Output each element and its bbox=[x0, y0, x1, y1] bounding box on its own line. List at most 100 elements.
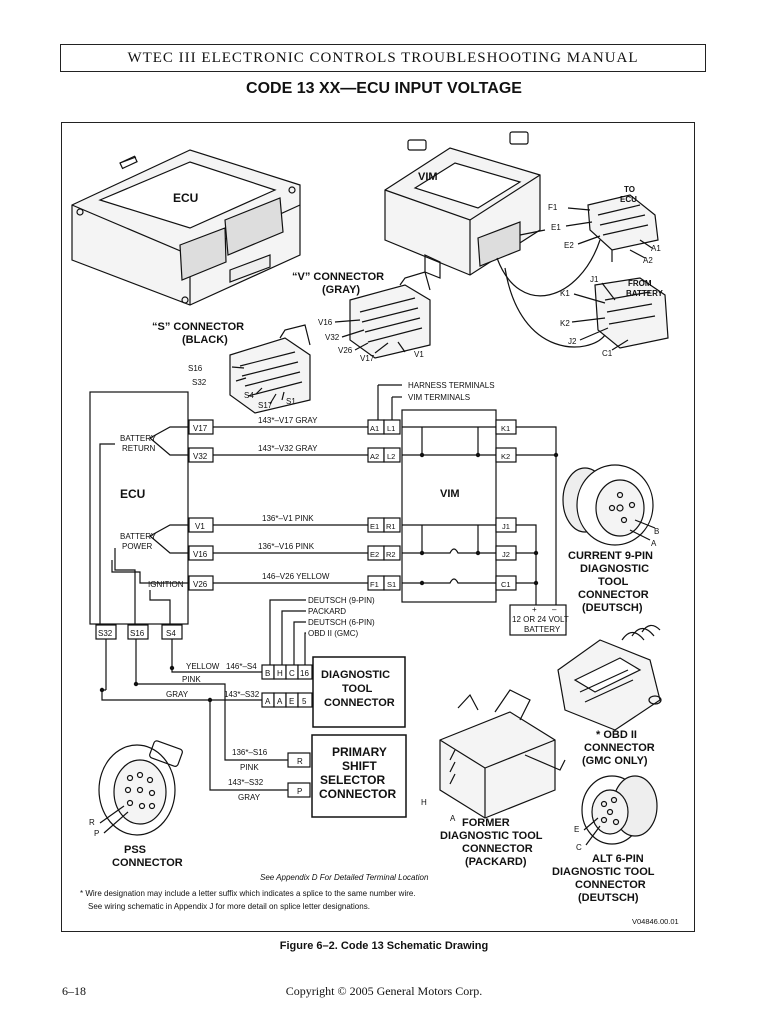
v-connector-drawing bbox=[349, 271, 431, 359]
obd2-connector-drawing bbox=[557, 624, 662, 731]
vim-drawing-label: VIM bbox=[418, 171, 438, 183]
wire-v26-label: 146–V26 YELLOW bbox=[262, 572, 330, 581]
former-pin-a: A bbox=[450, 814, 456, 823]
battery-power-label-2: POWER bbox=[122, 542, 152, 551]
battery-label-1: 12 OR 24 VOLT bbox=[512, 615, 569, 624]
pss-drawing-pin-p: P bbox=[94, 829, 99, 838]
current-9pin-label-2: DIAGNOSTIC bbox=[580, 563, 649, 575]
former-packard-connector-drawing bbox=[439, 689, 566, 819]
ecu-pin-s32: S32 bbox=[98, 629, 113, 638]
ignition-label: IGNITION bbox=[148, 580, 184, 589]
former-label-4: (PACKARD) bbox=[465, 856, 527, 868]
obd2-label-3: (GMC ONLY) bbox=[582, 755, 648, 767]
pss-drawing-label-2: CONNECTOR bbox=[112, 857, 183, 869]
pss-label-4: CONNECTOR bbox=[319, 787, 396, 801]
vim-term-j1: J1 bbox=[502, 522, 510, 531]
yellow-wire-id: 146*–S4 bbox=[226, 662, 257, 671]
vim-pin-a2: A2 bbox=[643, 256, 653, 265]
ecu-pin-v32: V32 bbox=[193, 452, 208, 461]
yellow-wire-color: YELLOW bbox=[186, 662, 220, 671]
vim-pin-f1: F1 bbox=[548, 203, 558, 212]
vim-term-a1: A1 bbox=[370, 424, 379, 433]
gray-wire-id: 143*–S32 bbox=[224, 690, 260, 699]
vim-schematic-label: VIM bbox=[440, 488, 460, 500]
vim-term-l2: L2 bbox=[387, 452, 395, 461]
s-pin-s32: S32 bbox=[192, 378, 207, 387]
wire-note-line-1: * Wire designation may include a letter … bbox=[80, 889, 416, 898]
ecu-schematic-label: ECU bbox=[120, 487, 145, 501]
ecu-pin-v26: V26 bbox=[193, 580, 208, 589]
diag-tool-label-3: CONNECTOR bbox=[324, 697, 395, 709]
wire-v1-label: 136*–V1 PINK bbox=[262, 514, 314, 523]
current-9pin-pin-b: B bbox=[654, 527, 659, 536]
diag-pin-c: C bbox=[289, 669, 295, 678]
alt-6pin-pin-e: E bbox=[574, 825, 579, 834]
harness-terminals-label: HARNESS TERMINALS bbox=[408, 381, 495, 390]
to-ecu-label-1: TO bbox=[624, 185, 635, 194]
diag-pin-h: H bbox=[277, 669, 283, 678]
v-pin-v17: V17 bbox=[360, 354, 375, 363]
vim-term-a2: A2 bbox=[370, 452, 379, 461]
alt-6pin-label-3: CONNECTOR bbox=[575, 879, 646, 891]
v-connector-label-1: “V” CONNECTOR bbox=[292, 271, 384, 283]
alt-6pin-connector-drawing bbox=[581, 775, 658, 846]
ecu-pin-s4: S4 bbox=[166, 629, 176, 638]
v-pin-v26: V26 bbox=[338, 346, 353, 355]
copyright: Copyright © 2005 General Motors Corp. bbox=[285, 984, 483, 998]
vim-term-c1: C1 bbox=[501, 580, 511, 589]
diag-pin-16: 16 bbox=[300, 669, 309, 678]
pss-wire2-id: 143*–S32 bbox=[228, 778, 264, 787]
pss-label-1: PRIMARY bbox=[332, 745, 387, 759]
s-pin-s16: S16 bbox=[188, 364, 203, 373]
to-ecu-label-2: ECU bbox=[620, 195, 637, 204]
pss-wire2-color: GRAY bbox=[238, 793, 261, 802]
gray-wire-color: GRAY bbox=[166, 690, 189, 699]
vim-term-l1: L1 bbox=[387, 424, 395, 433]
battery-box bbox=[509, 604, 567, 636]
vim-pin-e1: E1 bbox=[551, 223, 561, 232]
code-title: CODE 13 XX—ECU INPUT VOLTAGE bbox=[246, 80, 522, 97]
diag-legend-deutsch9: DEUTSCH (9-PIN) bbox=[308, 596, 375, 605]
v-pin-v16: V16 bbox=[318, 318, 333, 327]
v-connector-label-2: (GRAY) bbox=[322, 284, 360, 296]
battery-minus: – bbox=[552, 605, 557, 614]
pss-drawing-label-1: PSS bbox=[124, 844, 146, 856]
battery-return-label-2: RETURN bbox=[122, 444, 156, 453]
vim-pin-a1: A1 bbox=[651, 244, 661, 253]
pink-wire-label: PINK bbox=[182, 675, 201, 684]
pss-pin-p: P bbox=[297, 787, 302, 796]
alt-6pin-label-1: ALT 6-PIN bbox=[592, 853, 644, 865]
diag-tool-label-2: TOOL bbox=[342, 683, 373, 695]
from-battery-label-2: BATTERY bbox=[626, 289, 664, 298]
drawing-code: V04846.00.01 bbox=[632, 917, 679, 926]
figure-caption: Figure 6–2. Code 13 Schematic Drawing bbox=[279, 940, 489, 952]
to-ecu-connector-drawing bbox=[587, 194, 659, 262]
ecu-schematic-box bbox=[89, 391, 189, 625]
vim-schematic-box bbox=[401, 409, 497, 603]
current-9pin-connector-drawing bbox=[562, 464, 656, 546]
alt-6pin-label-4: (DEUTSCH) bbox=[578, 892, 639, 904]
vim-term-k1: K1 bbox=[501, 424, 510, 433]
figure-frame bbox=[61, 122, 695, 932]
pss-pin-r: R bbox=[297, 757, 303, 766]
v-pin-v32: V32 bbox=[325, 333, 340, 342]
alt-6pin-label-2: DIAGNOSTIC TOOL bbox=[552, 866, 655, 878]
diag-pin-a2: A bbox=[277, 697, 283, 706]
current-9pin-pin-a: A bbox=[651, 539, 657, 548]
ecu-pin-v16: V16 bbox=[193, 550, 208, 559]
former-pin-h: H bbox=[421, 798, 427, 807]
appendix-d-note: See Appendix D For Detailed Terminal Loc… bbox=[260, 873, 429, 882]
wire-v16-label: 136*–V16 PINK bbox=[258, 542, 315, 551]
pss-connector-drawing bbox=[98, 740, 183, 836]
battery-return-label-1: BATTERY bbox=[120, 434, 157, 443]
s-connector-label-2: (BLACK) bbox=[182, 334, 228, 346]
former-label-3: CONNECTOR bbox=[462, 843, 533, 855]
pss-wire1-id: 136*–S16 bbox=[232, 748, 268, 757]
obd2-label-2: CONNECTOR bbox=[584, 742, 655, 754]
diag-tool-label-1: DIAGNOSTIC bbox=[321, 669, 390, 681]
vim-pin-c1: C1 bbox=[602, 349, 613, 358]
current-9pin-label-3: TOOL bbox=[598, 576, 629, 588]
vim-pin-j1: J1 bbox=[590, 275, 599, 284]
manual-header: WTEC III ELECTRONIC CONTROLS TROUBLESHOO… bbox=[60, 44, 706, 72]
ecu-drawing bbox=[71, 149, 301, 306]
